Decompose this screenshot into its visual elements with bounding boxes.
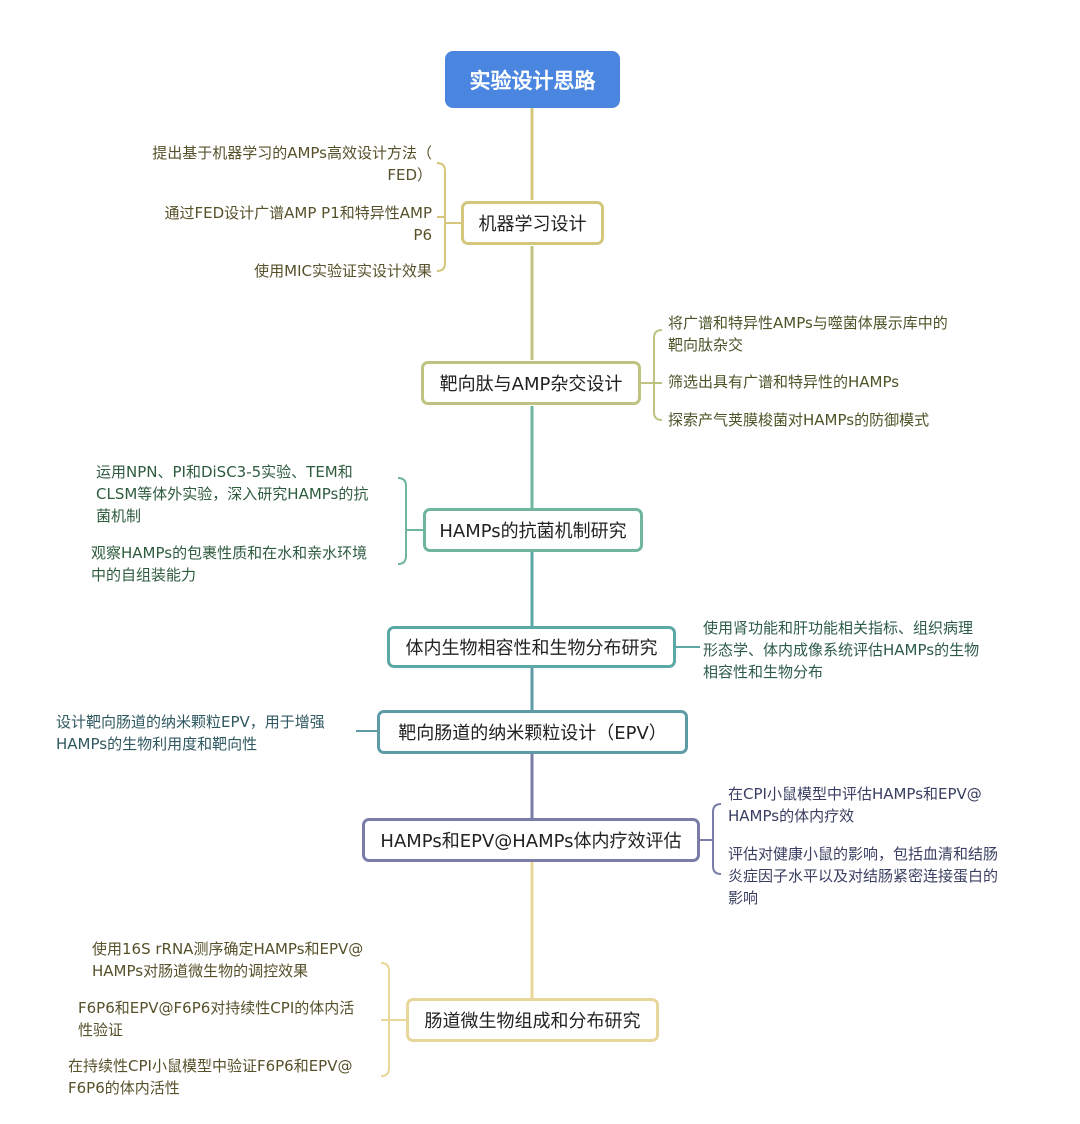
bracket-3	[397, 477, 423, 565]
leaf-2-2: 筛选出具有广谱和特异性的HAMPs	[668, 373, 900, 391]
branch-label-3: HAMPs的抗菌机制研究	[439, 521, 627, 542]
leaf-1-3: 使用MIC实验证实设计效果	[254, 262, 432, 280]
leaf-1-2: 通过FED设计广谱AMP P1和特异性AMP P6	[164, 204, 432, 244]
leaf-1-1: 提出基于机器学习的AMPs高效设计方法（ FED）	[152, 144, 432, 184]
leaf-7-3: 在持续性CPI小鼠模型中验证F6P6和EPV@ F6P6的体内活性	[68, 1057, 353, 1097]
leaf-6-2: 评估对健康小鼠的影响，包括血清和结肠 炎症因子水平以及对结肠紧密连接蛋白的 影响	[728, 845, 999, 907]
leaf-3-1: 运用NPN、PI和DiSC3-5实验、TEM和 CLSM等体外实验，深入研究HA…	[96, 463, 369, 525]
branch-label-5: 靶向肠道的纳米颗粒设计（EPV）	[398, 723, 667, 744]
branch-label-6: HAMPs和EPV@HAMPs体内疗效评估	[380, 831, 682, 852]
branch-node-3: HAMPs的抗菌机制研究	[423, 508, 643, 552]
leaf-4-1: 使用肾功能和肝功能相关指标、组织病理 形态学、体内成像系统评估HAMPs的生物 …	[703, 619, 980, 681]
root-node: 实验设计思路	[445, 51, 620, 108]
branch-node-6: HAMPs和EPV@HAMPs体内疗效评估	[362, 818, 700, 862]
leaf-7-2: F6P6和EPV@F6P6对持续性CPI的体内活 性验证	[78, 999, 355, 1039]
leaf-7-1: 使用16S rRNA测序确定HAMPs和EPV@ HAMPs对肠道微生物的调控效…	[92, 940, 364, 980]
leaf-6-1: 在CPI小鼠模型中评估HAMPs和EPV@ HAMPs的体内疗效	[728, 785, 982, 825]
leaf-5-1: 设计靶向肠道的纳米颗粒EPV，用于增强 HAMPs的生物利用度和靶向性	[56, 713, 325, 753]
branch-label-2: 靶向肽与AMP杂交设计	[439, 374, 623, 395]
leaf-3-2: 观察HAMPs的包裹性质和在水和亲水环境 中的自组装能力	[91, 544, 368, 584]
branch-label-7: 肠道微生物组成和分布研究	[424, 1011, 641, 1032]
bracket-7	[380, 962, 406, 1077]
branch-node-1: 机器学习设计	[461, 201, 604, 245]
branch-node-5: 靶向肠道的纳米颗粒设计（EPV）	[377, 710, 688, 754]
root-label: 实验设计思路	[469, 68, 596, 93]
branch-label-1: 机器学习设计	[478, 214, 587, 235]
bracket-1	[436, 162, 461, 272]
branch-node-7: 肠道微生物组成和分布研究	[406, 998, 659, 1042]
branch-node-2: 靶向肽与AMP杂交设计	[421, 361, 641, 405]
bracket-6	[700, 803, 722, 875]
leaf-2-3: 探索产气荚膜梭菌对HAMPs的防御模式	[668, 411, 930, 429]
branch-label-4: 体内生物相容性和生物分布研究	[405, 638, 658, 659]
bracket-2	[641, 329, 663, 421]
branch-node-4: 体内生物相容性和生物分布研究	[387, 626, 676, 668]
leaf-2-1: 将广谱和特异性AMPs与噬菌体展示库中的 靶向肽杂交	[668, 314, 948, 354]
